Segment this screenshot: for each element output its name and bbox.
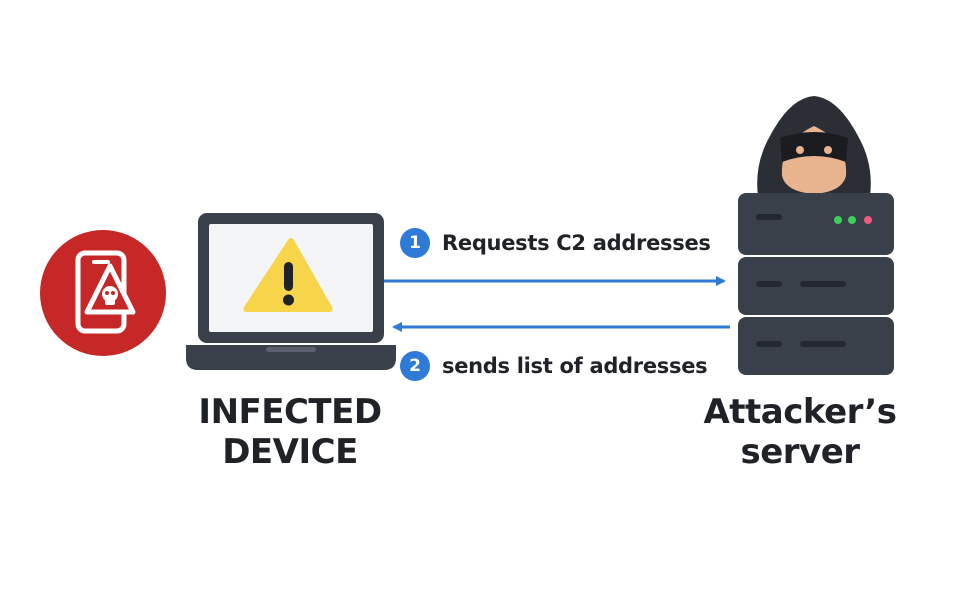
infected-device-label: INFECTED DEVICE bbox=[180, 392, 400, 472]
step-description: sends list of addresses bbox=[442, 354, 708, 378]
hacker-icon bbox=[757, 96, 871, 196]
status-led-pink bbox=[864, 216, 872, 224]
step-description: Requests C2 addresses bbox=[442, 231, 711, 255]
step-request: 1 Requests C2 addresses bbox=[400, 228, 711, 258]
step-number-badge: 1 bbox=[400, 228, 430, 258]
step-number-badge: 2 bbox=[400, 351, 430, 381]
server-rack-icon bbox=[738, 193, 894, 375]
laptop-icon bbox=[186, 213, 396, 370]
status-led-green-2 bbox=[848, 216, 856, 224]
warning-icon bbox=[243, 238, 333, 312]
status-led-green-1 bbox=[834, 216, 842, 224]
label-line: DEVICE bbox=[222, 432, 358, 472]
label-line: INFECTED bbox=[198, 392, 382, 432]
skull-warning-icon bbox=[84, 263, 136, 315]
infected-phone-icon bbox=[40, 230, 166, 356]
label-line: Attacker’s bbox=[703, 392, 897, 432]
attacker-server-label: Attacker’s server bbox=[700, 392, 900, 472]
step-response: 2 sends list of addresses bbox=[400, 351, 708, 381]
label-line: server bbox=[740, 432, 860, 472]
